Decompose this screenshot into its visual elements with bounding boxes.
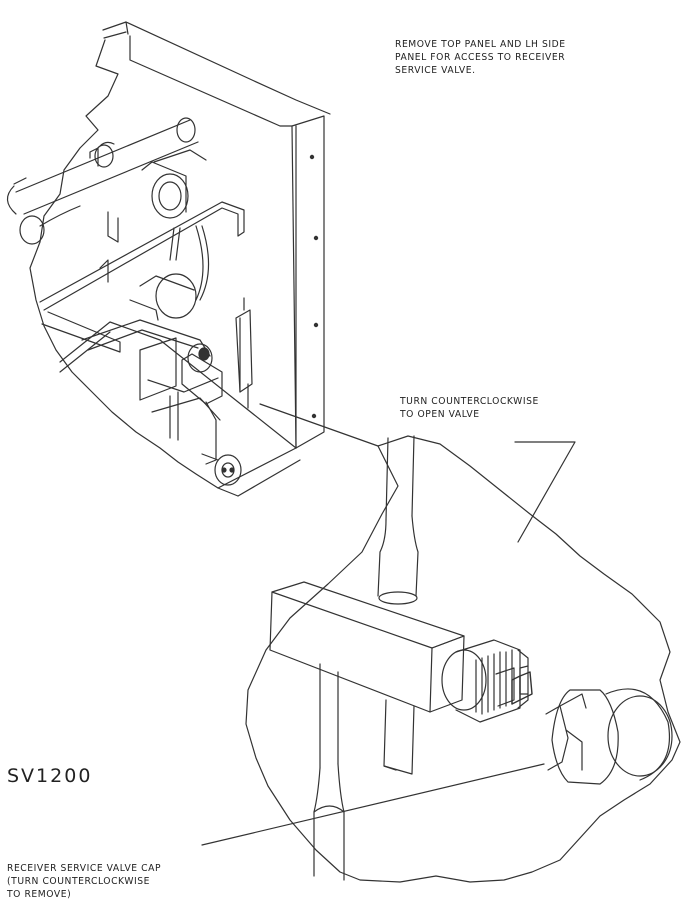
component-drum-1 <box>151 173 189 219</box>
floor-piping <box>81 319 211 357</box>
cabinet-top-edge <box>125 21 331 115</box>
cabinet-cutaway-outline <box>29 39 239 497</box>
access-note-line-3: SERVICE VALVE. <box>395 65 476 76</box>
valve-in-cabinet <box>187 343 213 373</box>
cap-note-line-3: TO REMOVE) <box>7 889 72 900</box>
receiver-service-valve-cap <box>545 688 673 785</box>
leader-cabinet-to-detail <box>259 403 379 447</box>
leader-cap <box>201 763 545 846</box>
figure-code: SV1200 <box>7 765 93 787</box>
filter-drier <box>235 309 253 393</box>
cap-note-line-2: (TURN COUNTERCLOCKWISE <box>7 876 150 887</box>
pipe-lower <box>319 663 339 769</box>
valve-cap-in-cabinet <box>214 454 242 486</box>
component-drum-2 <box>155 273 197 319</box>
cabinet-side-panel <box>291 115 325 449</box>
valve-body <box>271 581 465 649</box>
detail-outline <box>245 435 681 883</box>
turn-open-note-line-1: TURN COUNTERCLOCKWISE <box>400 396 539 407</box>
access-note-line-2: PANEL FOR ACCESS TO RECEIVER <box>395 52 566 63</box>
turn-open-note-line-2: TO OPEN VALVE <box>400 409 480 420</box>
tube-upper <box>15 119 199 215</box>
cap-note-line-1: RECEIVER SERVICE VALVE CAP <box>7 863 162 874</box>
leader-turn-open <box>514 441 576 543</box>
tube-loop <box>39 201 245 311</box>
cabinet-floor <box>59 321 297 449</box>
access-note-line-1: REMOVE TOP PANEL AND LH SIDE <box>395 39 566 50</box>
pipe-upper <box>385 435 415 521</box>
detail-bubble <box>245 435 681 883</box>
cabinet-illustration <box>6 21 331 497</box>
valve-stem-tip <box>511 671 533 705</box>
valve-stem <box>441 639 529 723</box>
